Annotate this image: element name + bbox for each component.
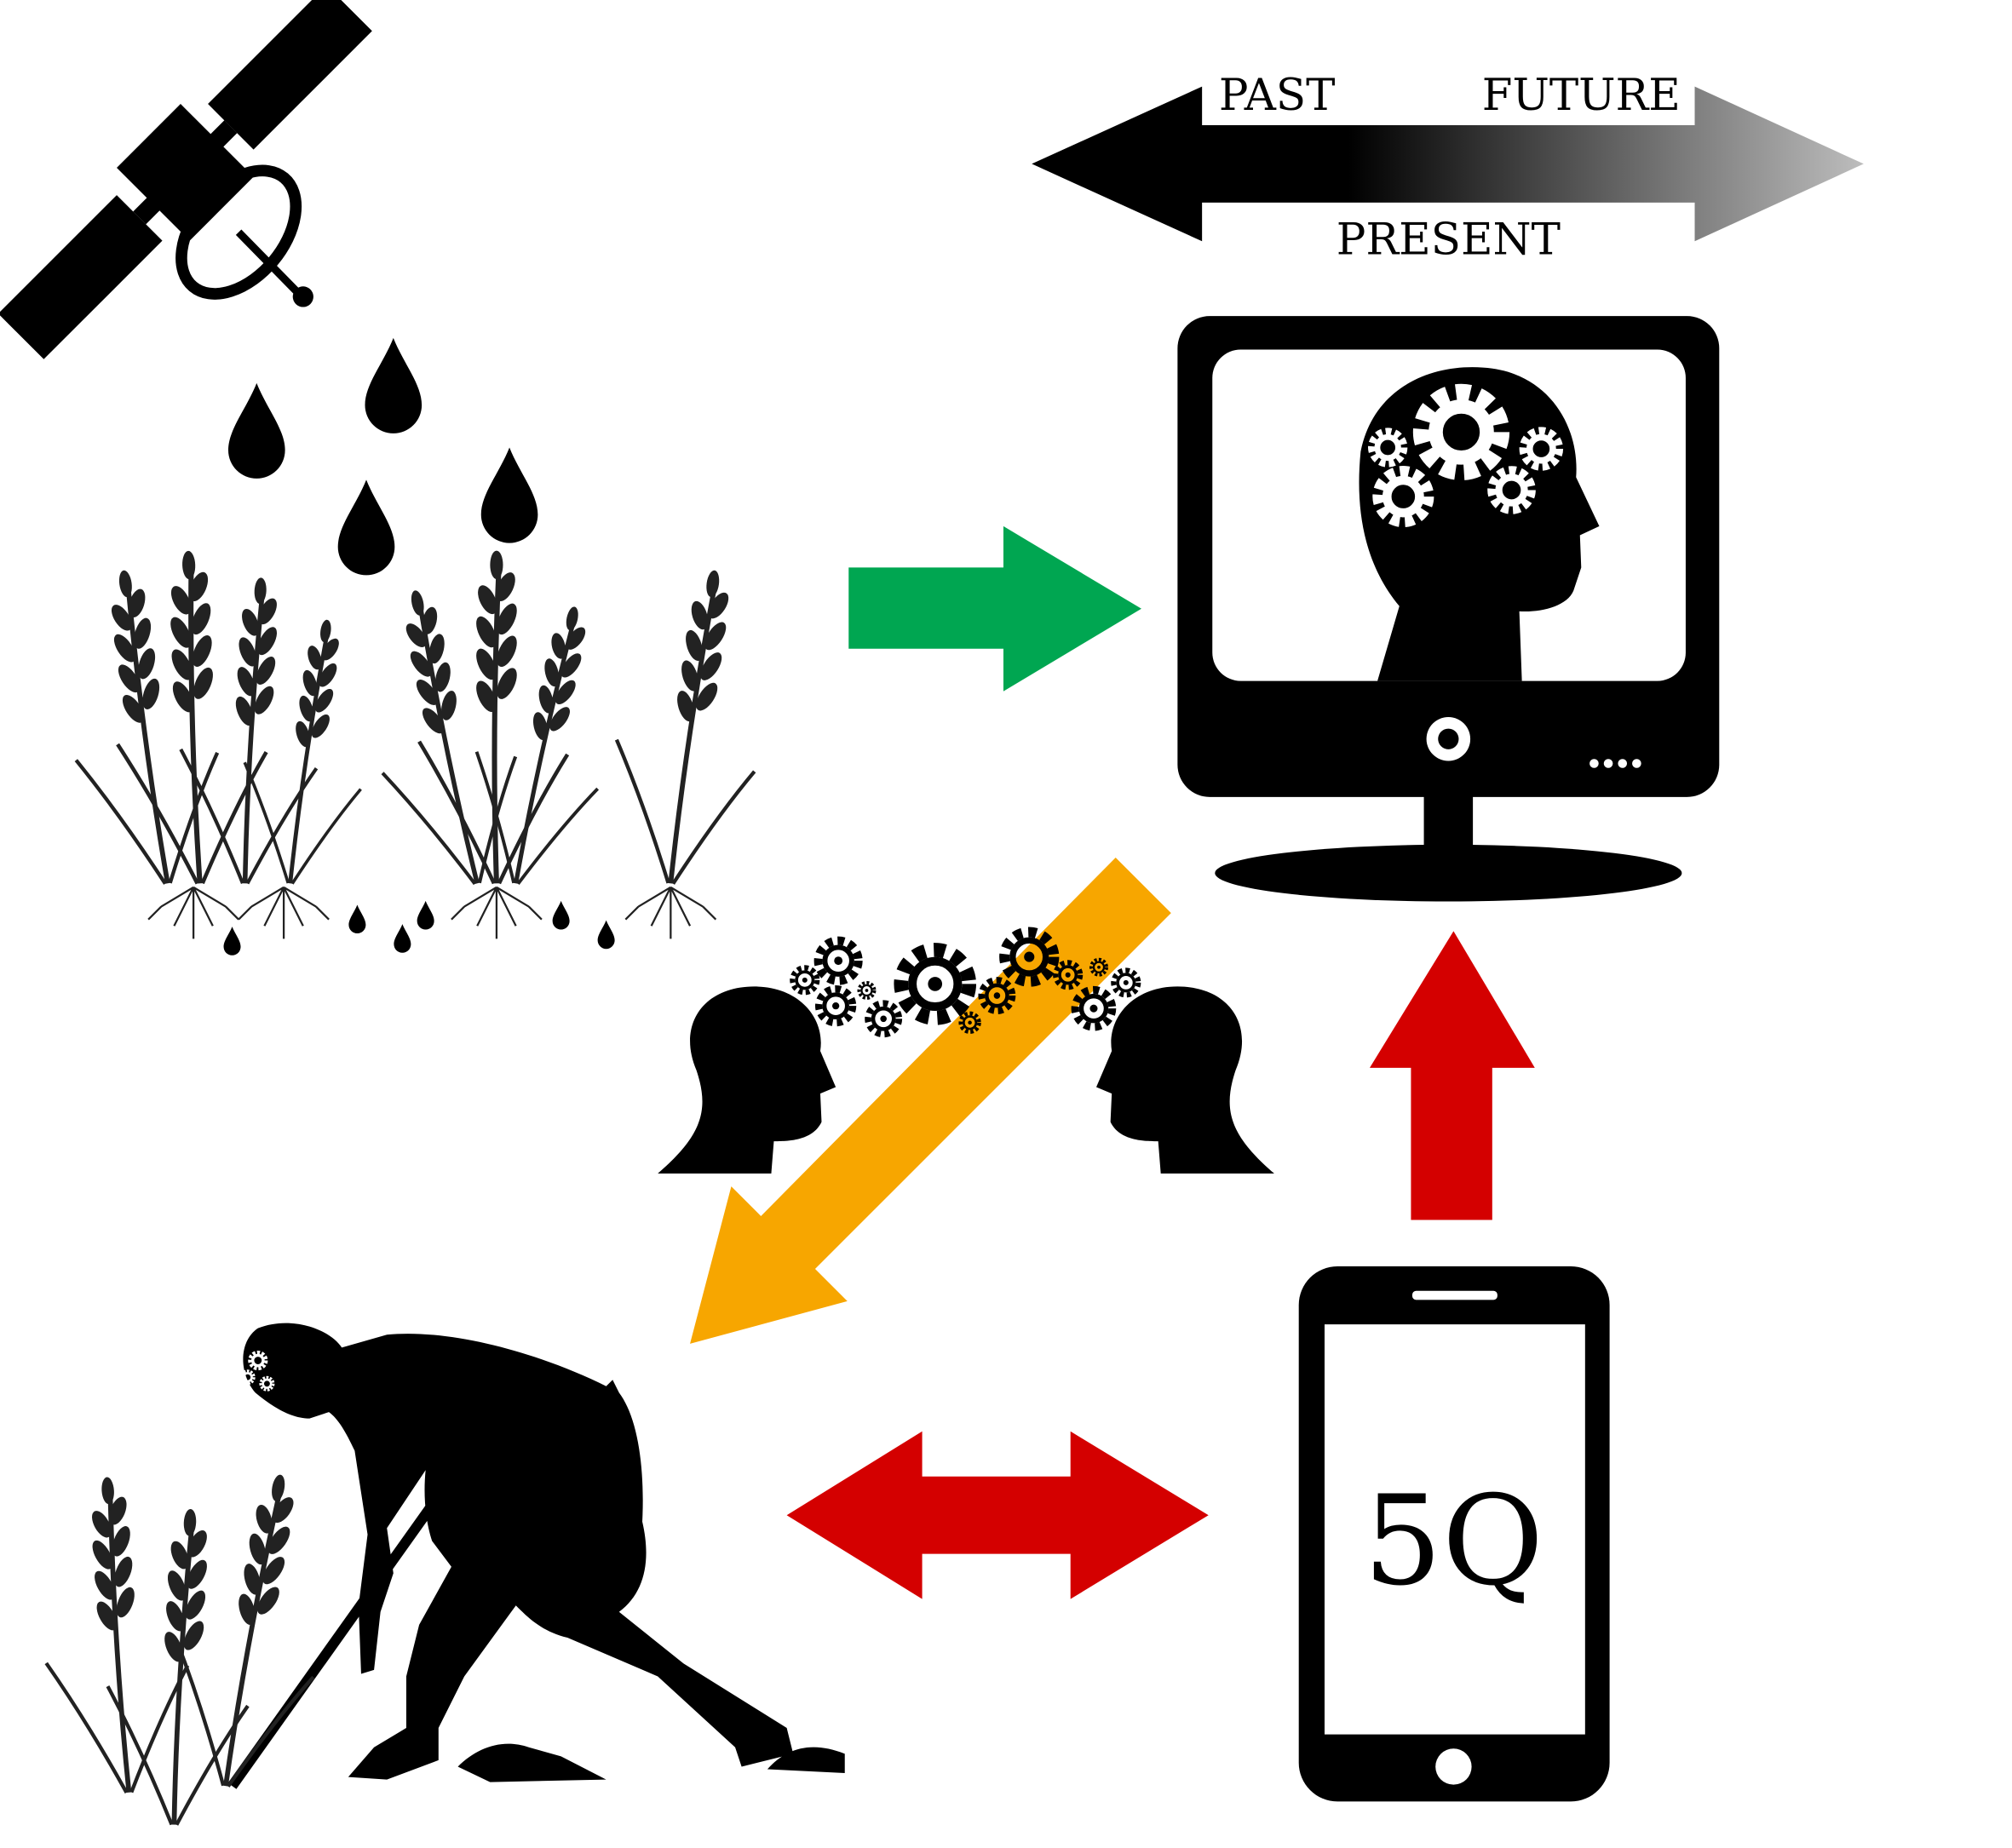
smartphone-icon: 5Q [1298, 1265, 1610, 1802]
red-double-arrow [786, 1431, 1209, 1599]
future-label: FUTURE [1482, 70, 1681, 121]
people-sharing-knowledge-icon [658, 933, 1274, 1174]
present-label: PRESENT [1337, 214, 1561, 265]
phone-screen-text: 5Q [1364, 1469, 1544, 1613]
wheat-plants-icon [51, 548, 782, 940]
left-head-icon [658, 986, 836, 1174]
brain-gears-icon [1359, 367, 1600, 681]
farmer-icon [33, 1323, 845, 1828]
red-up-arrow [1369, 931, 1535, 1220]
past-label: PAST [1219, 70, 1336, 121]
satellite-icon [0, 0, 372, 359]
timeline-arrow: PAST FUTURE PRESENT [1032, 70, 1864, 265]
right-head-icon [1095, 986, 1274, 1174]
computer-monitor-icon [1177, 316, 1720, 902]
orange-arrow [690, 858, 1171, 1344]
green-arrow [848, 525, 1141, 692]
